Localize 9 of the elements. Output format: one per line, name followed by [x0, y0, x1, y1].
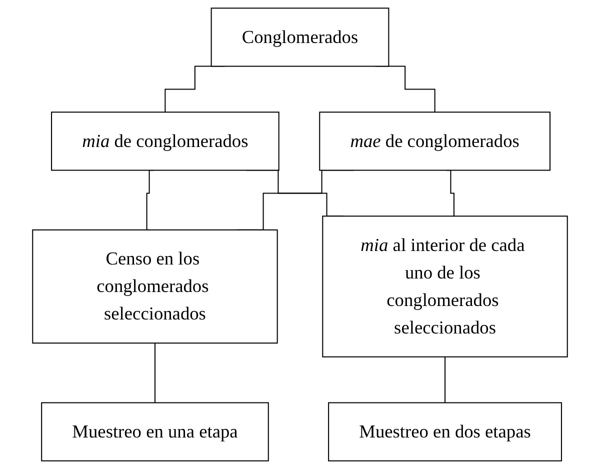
node-box: Conglomerados — [210, 8, 390, 67]
connector — [444, 356, 446, 404]
node-box: Muestreo en una etapa — [41, 402, 269, 462]
node-box: mae de conglomerados — [319, 112, 551, 171]
node-box: Censo en los conglomerados seleccionados — [32, 229, 278, 344]
node-box: mia al interior de cada uno de los conglomerados seleccionados — [322, 216, 568, 358]
node-box: Muestreo en dos etapas — [328, 402, 562, 462]
connector — [154, 342, 156, 404]
node-box: mia de conglomerados — [51, 112, 280, 171]
